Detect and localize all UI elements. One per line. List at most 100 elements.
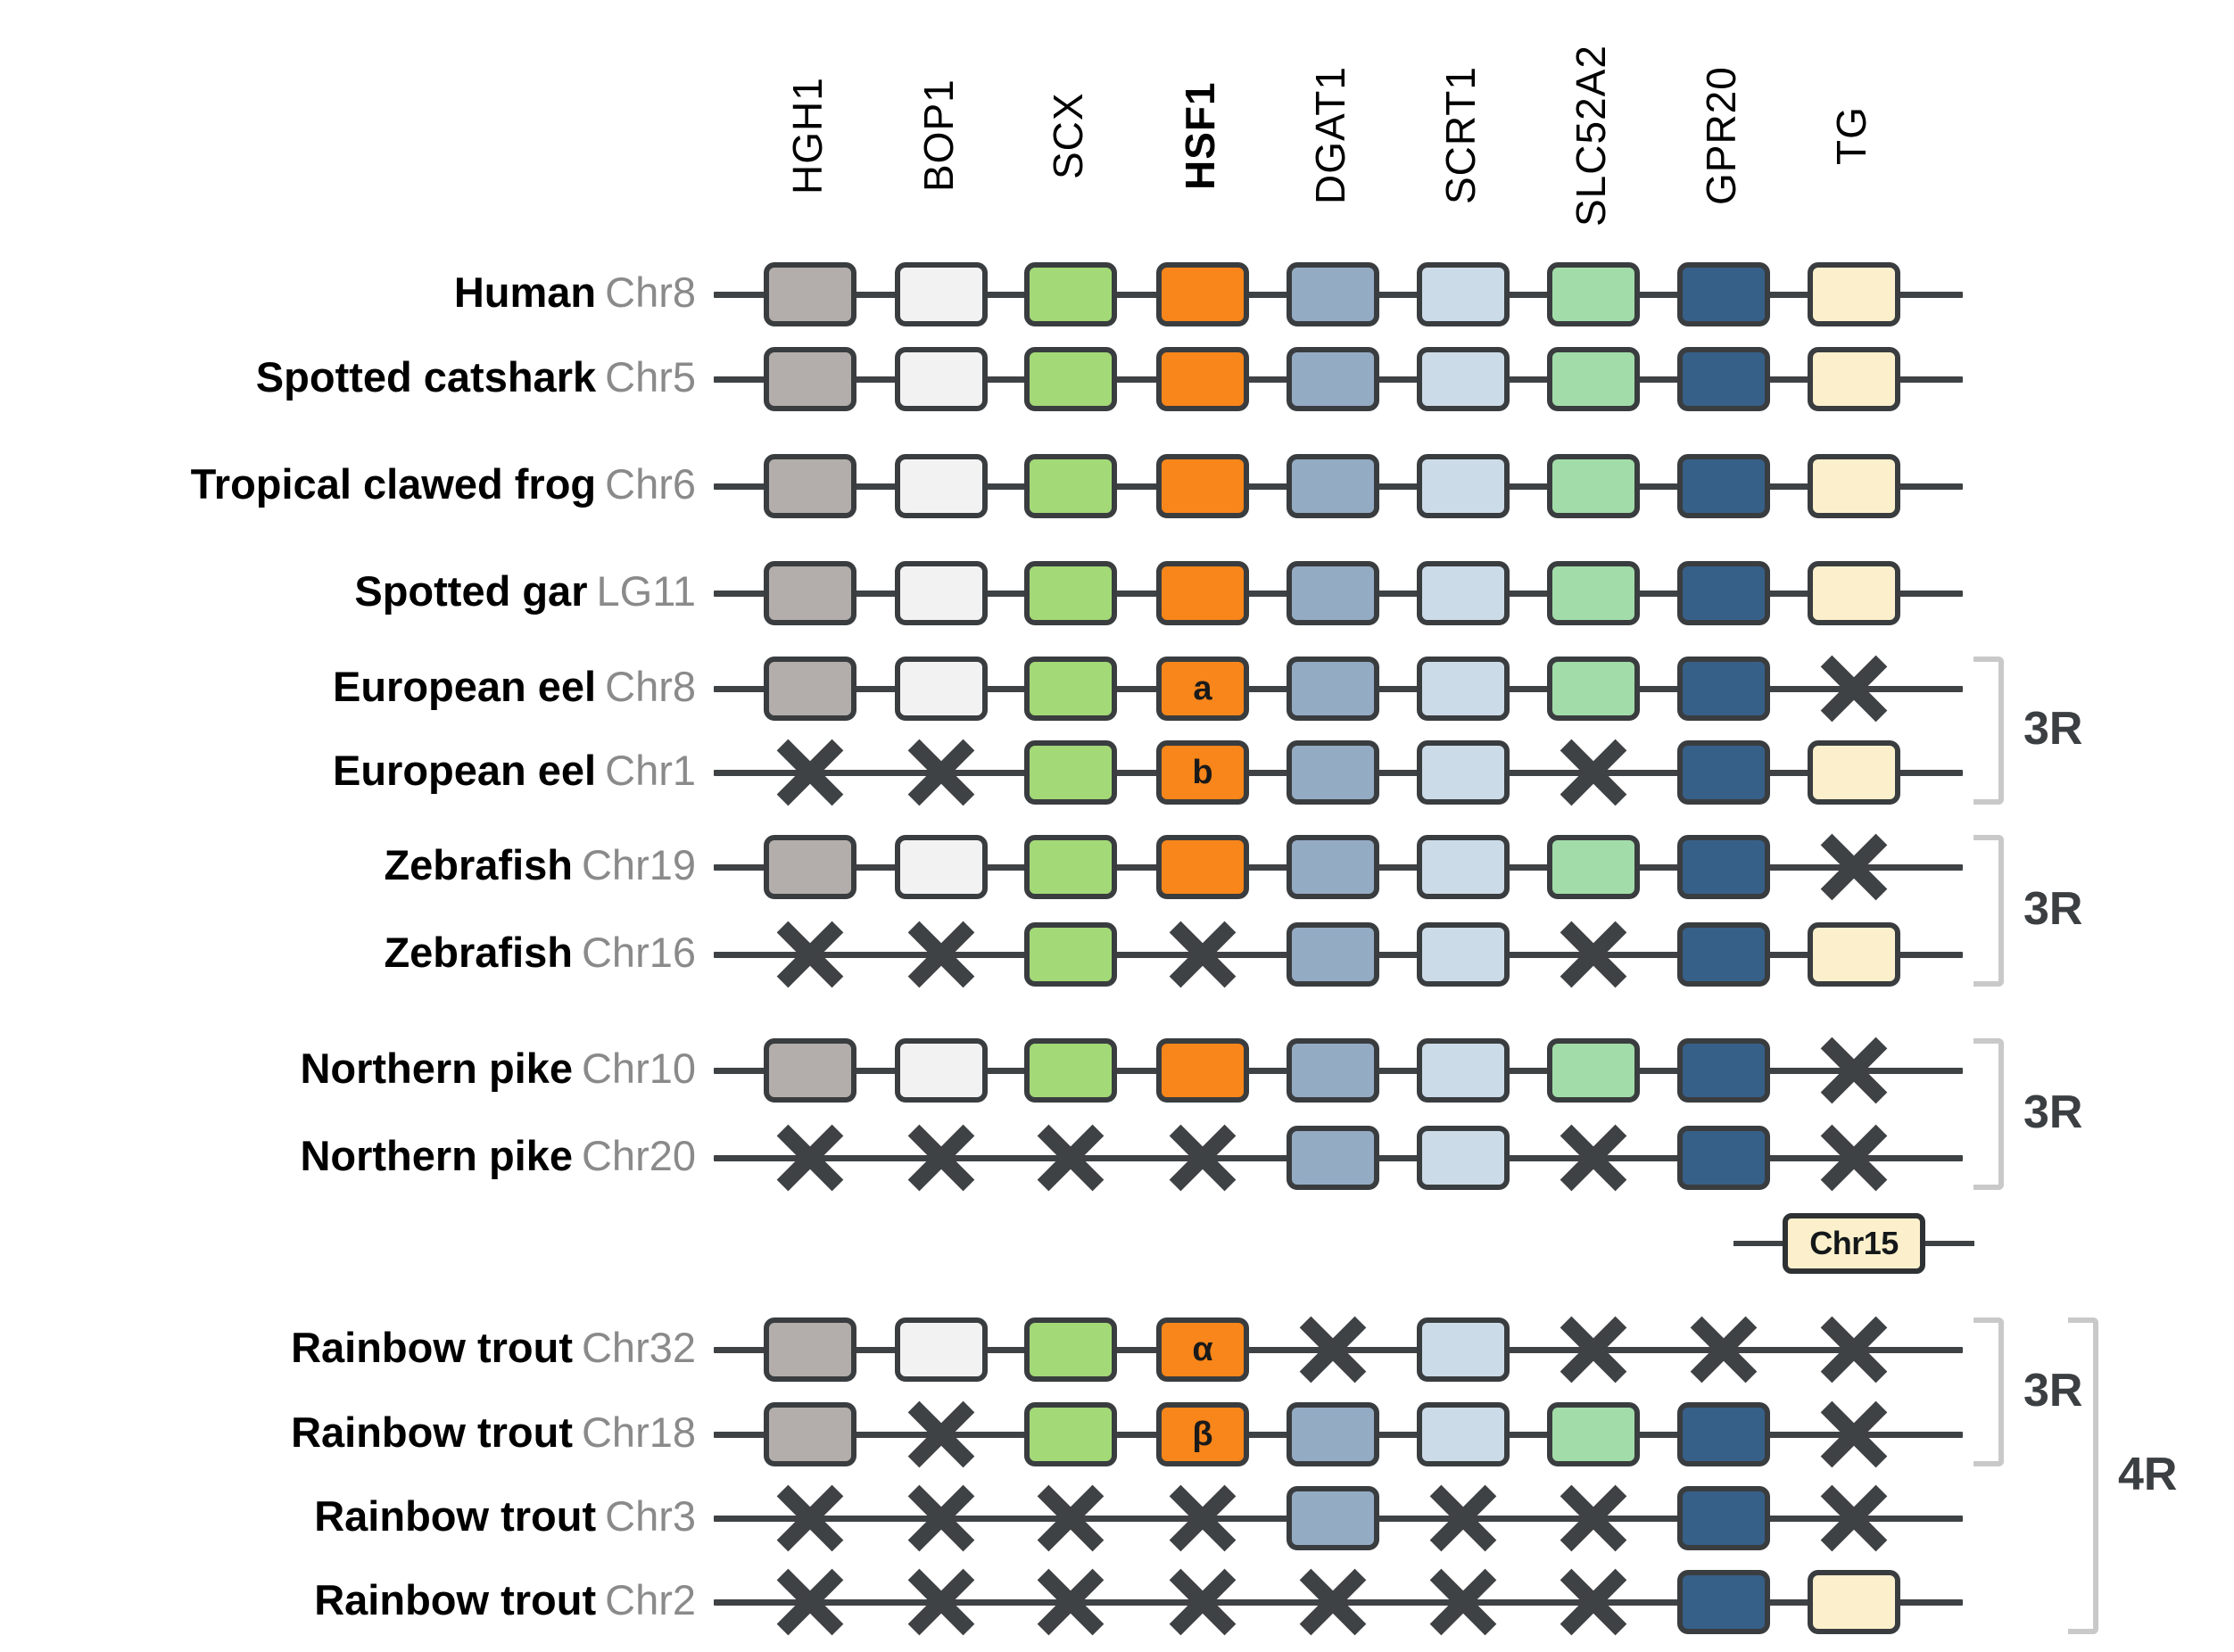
gene-box-scrt1 [1417,1126,1510,1190]
row-chromosome: LG11 [596,567,697,615]
gene-absent-x-icon [1295,1564,1371,1640]
bracket-label: 3R [2023,703,2083,755]
gene-box-hsf1: α [1156,1317,1249,1382]
gene-box-scrt1 [1417,1402,1510,1466]
gene-box-slc52a2 [1547,561,1640,625]
gene-absent-x-icon [1032,1480,1109,1557]
row-chromosome: Chr19 [581,841,696,888]
gene-box-dgat1 [1287,454,1379,518]
gene-box-bop1 [895,1317,988,1382]
gene-box-hgh1 [764,1317,856,1382]
gene-box-tg [1808,347,1900,411]
gene-box-tg [1808,740,1900,805]
gene-absent-x-icon [1685,1311,1762,1388]
gene-box-hgh1 [764,835,856,899]
gene-absent-x-icon [1555,916,1632,993]
gene-box-dgat1 [1287,262,1379,326]
gene-box-hsf1 [1156,454,1249,518]
gene-box-tg [1808,922,1900,987]
gene-box-bop1 [895,347,988,411]
gene-absent-x-icon [903,734,980,811]
gene-box-hgh1 [764,454,856,518]
gene-box-tg [1808,454,1900,518]
gene-box-scrt1 [1417,835,1510,899]
gene-box-hgh1 [764,1038,856,1103]
gene-box-dgat1 [1287,347,1379,411]
gene-box-hsf1 [1156,835,1249,899]
gene-absent-x-icon [1555,1564,1632,1640]
gene-absent-x-icon [1816,1480,1892,1557]
column-header-hsf1: HSF1 [1177,81,1223,190]
gene-box-bop1 [895,454,988,518]
gene-absent-x-icon [772,1564,848,1640]
gene-box-scx [1024,835,1117,899]
gene-box-hsf1: a [1156,657,1249,721]
row-species: Zebrafish [384,841,573,888]
column-header-scx: SCX [1045,92,1091,179]
duplication-bracket-3r-0 [1973,657,2004,805]
duplication-bracket-3r-3 [1973,1317,2004,1466]
gene-absent-x-icon [1555,1311,1632,1388]
row-chromosome: Chr16 [581,929,696,976]
gene-box-scrt1 [1417,347,1510,411]
gene-box-scx [1024,347,1117,411]
gene-box-scx [1024,1402,1117,1466]
gene-absent-x-icon [772,734,848,811]
gene-box-slc52a2 [1547,1038,1640,1103]
gene-absent-x-icon [1164,916,1241,993]
row-species: Northern pike [300,1045,573,1092]
row-chromosome: Chr1 [605,747,696,794]
gene-box-tg [1808,1570,1900,1634]
gene-box-dgat1 [1287,1038,1379,1103]
bracket-label: 4R [2118,1448,2178,1500]
gene-box-hsf1: b [1156,740,1249,805]
gene-box-scx [1024,1038,1117,1103]
gene-absent-x-icon [1164,1564,1241,1640]
gene-absent-x-icon [1555,1119,1632,1196]
gene-box-dgat1 [1287,922,1379,987]
gene-absent-x-icon [1032,1564,1109,1640]
gene-box-scx [1024,262,1117,326]
gene-box-hsf1 [1156,347,1249,411]
gene-absent-x-icon [772,916,848,993]
bracket-label: 3R [2023,1086,2083,1138]
column-header-hgh1: HGH1 [784,77,831,194]
row-species: Spotted catshark [255,353,597,401]
gene-box-scrt1 [1417,561,1510,625]
bracket-label: 3R [2023,883,2083,935]
column-header-dgat1: DGAT1 [1307,66,1353,205]
gene-box-dgat1 [1287,740,1379,805]
gene-copy-label: b [1192,754,1213,791]
gene-box-hgh1 [764,561,856,625]
gene-absent-x-icon [903,1480,980,1557]
gene-box-slc52a2 [1547,347,1640,411]
column-header-slc52a2: SLC52A2 [1568,45,1614,227]
duplication-bracket-4r-4 [2068,1317,2098,1634]
gene-box-hgh1 [764,1402,856,1466]
row-species: European eel [332,663,597,710]
gene-box-gpr20 [1677,1126,1770,1190]
gene-absent-x-icon [1816,829,1892,905]
gene-box-slc52a2 [1547,835,1640,899]
row-chromosome: Chr2 [605,1576,696,1623]
gene-box-scrt1 [1417,740,1510,805]
gene-box-gpr20 [1677,922,1770,987]
column-header-gpr20: GPR20 [1698,66,1744,205]
gene-box-tg [1808,561,1900,625]
gene-absent-x-icon [1295,1311,1371,1388]
row-chromosome: Chr8 [605,268,696,316]
gene-absent-x-icon [772,1119,848,1196]
gene-box-scrt1 [1417,262,1510,326]
gene-box-hgh1 [764,657,856,721]
gene-box-bop1 [895,561,988,625]
row-species: Spotted gar [354,567,588,615]
gene-box-dgat1 [1287,835,1379,899]
gene-box-scrt1 [1417,1317,1510,1382]
gene-box-dgat1 [1287,657,1379,721]
